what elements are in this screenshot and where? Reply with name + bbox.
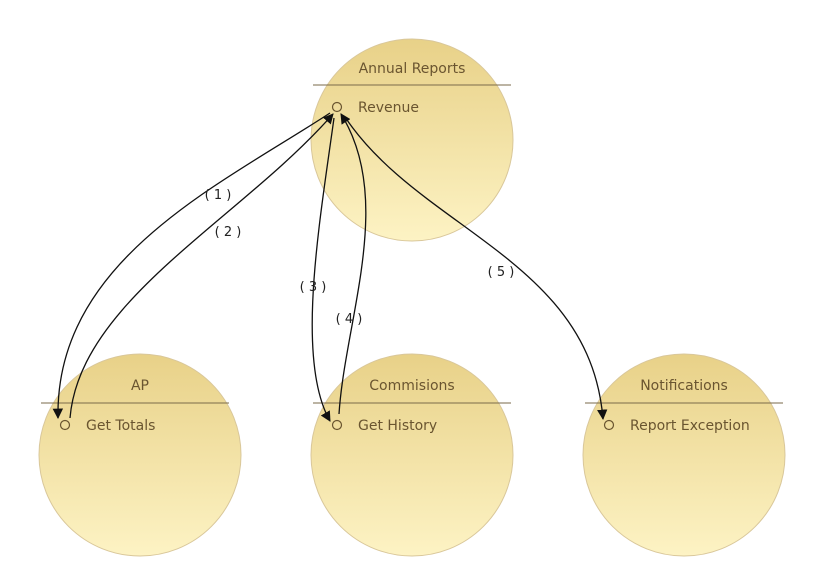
link-label-3: ( 3 ) <box>300 280 327 295</box>
node-commisions-operation[interactable]: Get History <box>358 418 437 434</box>
node-notifications-operation[interactable]: Report Exception <box>630 418 750 434</box>
port-icon[interactable] <box>59 419 71 431</box>
arrow-3 <box>311 117 335 422</box>
node-ap[interactable]: AP Get Totals <box>38 353 242 557</box>
arrow-2 <box>69 113 334 419</box>
port-icon[interactable] <box>603 419 615 431</box>
node-notifications[interactable]: Notifications Report Exception <box>582 353 786 557</box>
link-label-1: ( 1 ) <box>205 188 232 203</box>
node-annual-reports-title: Annual Reports <box>359 61 466 77</box>
link-label-5: ( 5 ) <box>488 265 515 280</box>
node-annual-reports-circle <box>310 38 514 242</box>
node-annual-reports-operation[interactable]: Revenue <box>358 100 419 116</box>
arrow-1 <box>52 112 331 420</box>
node-ap-title: AP <box>131 378 149 394</box>
node-ap-operation[interactable]: Get Totals <box>86 418 155 434</box>
node-notifications-title: Notifications <box>640 378 728 394</box>
node-notifications-circle <box>582 353 786 557</box>
link-label-4: ( 4 ) <box>336 312 363 327</box>
node-ap-circle <box>38 353 242 557</box>
node-commisions-title: Commisions <box>369 378 454 394</box>
arrow-4 <box>338 113 367 415</box>
arrow-5 <box>344 116 608 421</box>
link-label-2: ( 2 ) <box>215 225 242 240</box>
port-icon[interactable] <box>331 419 343 431</box>
node-commisions-circle <box>310 353 514 557</box>
node-commisions[interactable]: Commisions Get History <box>310 353 514 557</box>
port-icon[interactable] <box>331 101 343 113</box>
node-annual-reports[interactable]: Annual Reports Revenue <box>310 38 514 242</box>
